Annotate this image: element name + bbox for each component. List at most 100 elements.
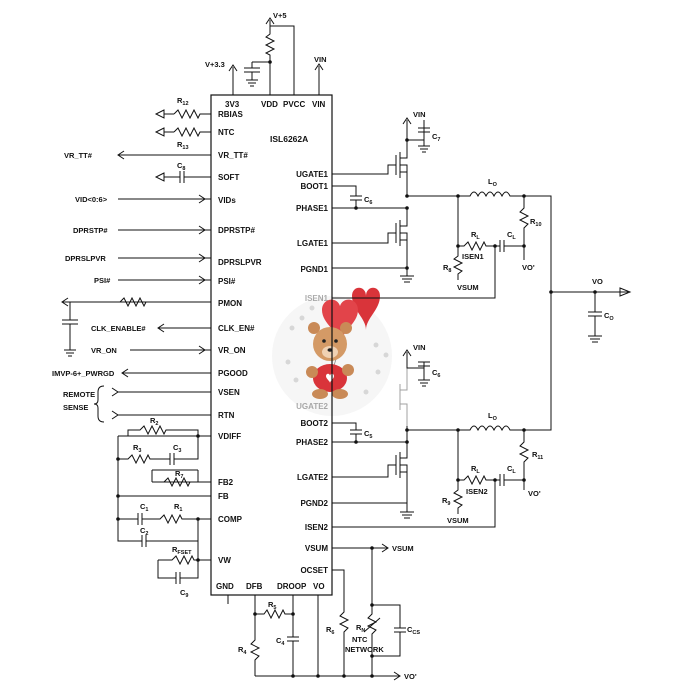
pin-vin: VIN [312, 100, 326, 109]
compensation-network: R2 R3 C3 R7 C1 R1 C2 RFSET C9 [116, 416, 211, 599]
vsum2-label: VSUM [447, 516, 469, 525]
rl2-label: RL [471, 464, 480, 475]
r10-label: R10 [530, 217, 542, 228]
ocset-network: VSUM R6 CCS RN NTC NETWORK [326, 543, 420, 676]
rn-label: RN [356, 623, 365, 634]
r4-label: R4 [238, 645, 247, 656]
clk-enable-signal: CLK_ENABLE# [91, 323, 211, 333]
vo-label: VO [592, 277, 603, 286]
pin-fb2: FB2 [218, 478, 234, 487]
pwrgd-label: IMVP-6+_PWRGD [52, 369, 115, 378]
c6-label: C6 [364, 195, 372, 206]
vo-prime-1-label: VO' [522, 263, 535, 272]
chip-name: ISL6262A [270, 134, 308, 144]
vr-on-label: VR_ON [91, 346, 117, 355]
pin-pmon: PMON [218, 299, 242, 308]
pin-phase1: PHASE1 [296, 204, 329, 213]
r13-label: R13 [177, 140, 189, 151]
l2-label: LO [488, 411, 498, 422]
remote-label: REMOTE [63, 390, 95, 399]
dprslpvr-label: DPRSLPVR [65, 254, 106, 263]
pin-dprstp: DPRSTP# [218, 226, 255, 235]
r7-label: R7 [175, 469, 183, 480]
pgood-signal: IMVP-6+_PWRGD [52, 368, 211, 378]
pin-gnd: GND [216, 582, 234, 591]
ccs-label: CCS [407, 625, 420, 636]
vin-chip-label: VIN [314, 55, 327, 64]
pin-boot1: BOOT1 [300, 182, 328, 191]
r11-label: R11 [532, 450, 543, 461]
c4-label: C4 [276, 636, 285, 647]
r8-label: R8 [443, 263, 451, 274]
c8-label: C8 [177, 161, 185, 172]
pin-psi: PSI# [218, 277, 236, 286]
ntc-network-label-1: NTC [352, 635, 368, 644]
pmon-network [61, 296, 211, 357]
controller-ic-body [210, 94, 333, 596]
c1-label: C1 [140, 502, 148, 513]
l1-label: LO [488, 177, 498, 188]
r3-label: R3 [133, 443, 141, 454]
r2-label: R2 [150, 416, 158, 427]
pin-soft: SOFT [218, 173, 239, 182]
soft-start-network: C8 [154, 161, 211, 183]
rfset-label: RFSET [172, 545, 192, 556]
pin-boot2: BOOT2 [300, 419, 328, 428]
c5-label: C5 [364, 429, 372, 440]
ntc-network: R13 [154, 126, 211, 151]
r9-label: R9 [442, 496, 450, 507]
vin-mid-label: VIN [413, 343, 426, 352]
chip-top-pins: 3V3 VDD PVCC VIN [225, 100, 326, 109]
psi-label: PSI# [94, 276, 111, 285]
vr-on-signal: VR_ON [91, 345, 211, 355]
droop-network: R5 R4 C4 VO' [227, 595, 417, 681]
pin-clk-en: CLK_EN# [218, 324, 255, 333]
c6b-label: C6 [432, 368, 440, 379]
r12-label: R12 [177, 96, 189, 107]
pin-ntc: NTC [218, 128, 235, 137]
c3-label: C3 [173, 443, 181, 454]
v5-label: V+5 [273, 11, 287, 20]
dprstp-label: DPRSTP# [73, 226, 108, 235]
pin-comp: COMP [218, 515, 243, 524]
rbias-network: R12 [154, 96, 211, 120]
pin-dprslpvr: DPRSLPVR [218, 258, 262, 267]
dprslpvr-signal: DPRSLPVR [65, 253, 211, 263]
chip-right-pins: UGATE1 BOOT1 PHASE1 LGATE1 PGND1 ISEN1 U… [296, 170, 329, 575]
pin-phase2: PHASE2 [296, 438, 329, 447]
cl2-label: CL [507, 464, 516, 475]
r1-label: R1 [174, 502, 182, 513]
pin-isen1: ISEN1 [305, 294, 329, 303]
pin-dfb: DFB [246, 582, 263, 591]
pin-pvcc: PVCC [283, 100, 305, 109]
clk-enable-label: CLK_ENABLE# [91, 324, 146, 333]
pin-3v3: 3V3 [225, 100, 240, 109]
c2-label: C2 [140, 526, 148, 537]
pin-ugate1: UGATE1 [296, 170, 328, 179]
phase1-power-stage: VIN C7 C6 LO RL CL [332, 110, 552, 426]
vr-tt-label: VR_TT# [64, 151, 93, 160]
vin-top-label: VIN [413, 110, 426, 119]
pin-ugate2: UGATE2 [296, 402, 328, 411]
dprstp-signal: DPRSTP# [73, 225, 211, 235]
pin-vsen: VSEN [218, 388, 240, 397]
sense-label: SENSE [63, 403, 88, 412]
chip-left-pins: RBIAS NTC VR_TT# SOFT VIDs DPRSTP# DPRSL… [218, 110, 262, 565]
vid-signal: VID<0:6> [75, 194, 211, 204]
vr-tt-signal: VR_TT# [64, 150, 211, 160]
vo-prime-2-label: VO' [528, 489, 541, 498]
pin-isen2: ISEN2 [305, 523, 329, 532]
ntc-network-label-2: NETWORK [345, 645, 384, 654]
supply-section: V+5 V+3.3 VIN [205, 11, 327, 95]
psi-signal: PSI# [94, 275, 211, 285]
phase2-power-stage: VIN C6 C5 LO RL CL ISEN2 [332, 343, 552, 528]
pin-droop: DROOP [277, 582, 307, 591]
c9-label: C9 [180, 588, 188, 599]
isen1-node-label: ISEN1 [462, 252, 484, 261]
rl1-label: RL [471, 230, 480, 241]
pin-rtn: RTN [218, 411, 235, 420]
pin-ocset: OCSET [300, 566, 328, 575]
r6-label: R6 [326, 625, 334, 636]
pin-vr-on: VR_ON [218, 346, 246, 355]
